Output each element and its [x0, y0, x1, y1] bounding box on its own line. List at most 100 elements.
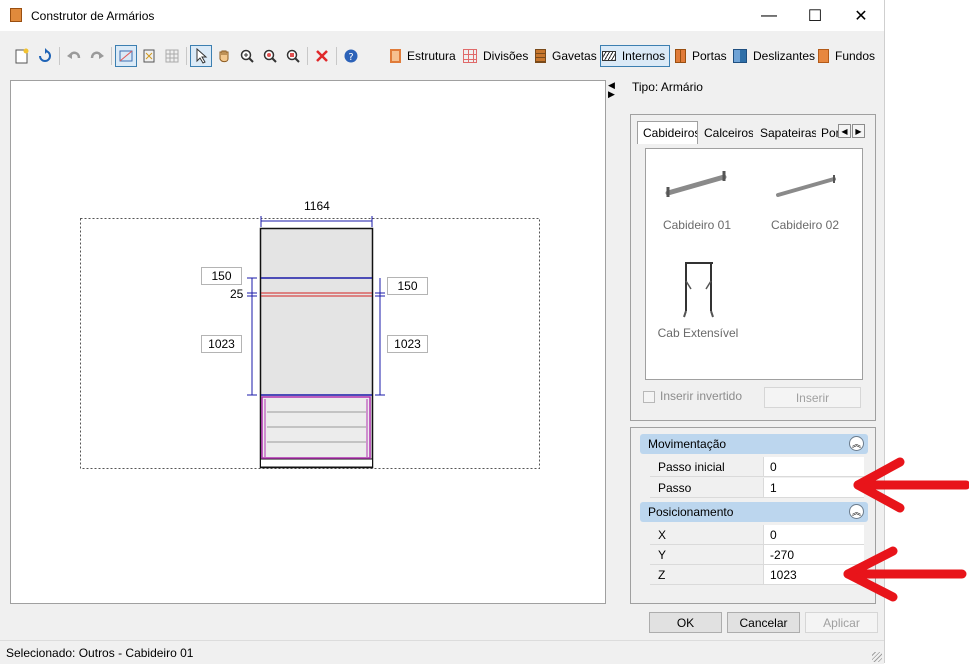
tab-calceiros[interactable]: Calceiros — [704, 126, 753, 140]
select-pointer-icon[interactable] — [190, 45, 212, 67]
fundos-icon — [818, 49, 829, 63]
refresh-icon[interactable] — [34, 45, 56, 67]
cab-extensivel-icon — [683, 262, 714, 318]
property-row-passo: Passo 1 — [650, 478, 864, 498]
divisoes-icon — [463, 49, 477, 63]
section-estrutura-button[interactable]: Estrutura — [390, 45, 459, 67]
section-label: Fundos — [835, 49, 876, 63]
svg-text:?: ? — [348, 52, 353, 63]
item-gallery: Cabideiro 01 Cabideiro 02 Cab Extensível — [645, 148, 863, 380]
section-label: Divisões — [483, 49, 529, 63]
item-label: Cab Extensível — [657, 326, 739, 340]
property-value-z[interactable]: 1023 — [764, 565, 864, 584]
left-gap-dimension-label: 25 — [230, 287, 244, 301]
property-row-z: Z 1023 — [650, 565, 864, 585]
toolbar: ? Estrutura Divisões Gavetas Internos Po… — [0, 41, 884, 73]
cancel-button[interactable]: Cancelar — [727, 612, 800, 633]
property-row-x: X 0 — [650, 525, 864, 545]
movimentacao-header[interactable]: Movimentação ︽ — [640, 434, 868, 454]
dialog-window: Construtor de Armários — ☐ ✕ — [0, 0, 885, 664]
deslizantes-icon — [733, 49, 747, 63]
tab-scroll-left-icon[interactable]: ◀ — [838, 124, 851, 138]
tab-portas-partial[interactable]: Por — [821, 126, 838, 140]
dimension-icon[interactable] — [138, 45, 160, 67]
section-deslizantes-button[interactable]: Deslizantes — [733, 45, 818, 67]
minimize-button[interactable]: — — [761, 6, 777, 24]
tab-sapateiras[interactable]: Sapateiras — [760, 126, 816, 140]
gallery-item-cab-extensivel[interactable]: Cab Extensível — [654, 259, 742, 340]
new-icon[interactable] — [11, 45, 33, 67]
selection-bounds — [80, 218, 540, 469]
section-label: Estrutura — [407, 49, 456, 63]
help-icon[interactable]: ? — [340, 45, 362, 67]
portas-icon — [675, 49, 686, 63]
property-value-passo-inicial[interactable]: 0 — [764, 457, 864, 476]
redo-icon[interactable] — [86, 45, 108, 67]
close-button[interactable]: ✕ — [854, 7, 868, 25]
cabideiro-01-icon — [665, 171, 727, 197]
right-top-dimension-box[interactable]: 150 — [387, 277, 428, 295]
layout-icon[interactable] — [115, 45, 137, 67]
section-label: Gavetas — [552, 49, 597, 63]
insert-inverted-label: Inserir invertido — [660, 389, 743, 403]
item-label: Cabideiro 02 — [770, 218, 840, 232]
internos-icon — [601, 51, 616, 61]
section-label: Internos — [621, 49, 666, 63]
collapse-icon[interactable]: ︽ — [849, 504, 864, 519]
pan-hand-icon[interactable] — [213, 45, 235, 67]
collapse-icon[interactable]: ︽ — [849, 436, 864, 451]
apply-button[interactable]: Aplicar — [805, 612, 878, 633]
section-fundos-button[interactable]: Fundos — [818, 45, 878, 67]
section-label: Portas — [692, 49, 727, 63]
zoom-in-icon[interactable] — [236, 45, 258, 67]
ok-button[interactable]: OK — [649, 612, 722, 633]
movimentacao-title: Movimentação — [648, 437, 727, 451]
cabinet-base — [260, 458, 373, 468]
property-name: X — [658, 528, 667, 542]
resize-grip-icon[interactable] — [872, 652, 882, 662]
undo-icon[interactable] — [63, 45, 85, 67]
property-value-x[interactable]: 0 — [764, 525, 864, 544]
grid-icon[interactable] — [161, 45, 183, 67]
section-internos-button[interactable]: Internos — [600, 45, 670, 67]
gallery-item-cabideiro-01[interactable]: Cabideiro 01 — [656, 167, 738, 232]
window-title: Construtor de Armários — [31, 9, 155, 23]
section-label: Deslizantes — [753, 49, 816, 63]
maximize-button[interactable]: ☐ — [807, 7, 823, 25]
section-portas-button[interactable]: Portas — [675, 45, 730, 67]
property-value-y[interactable]: -270 — [764, 545, 864, 564]
panel-toggle-arrows[interactable]: ◀▶ — [608, 80, 615, 99]
property-name: Z — [658, 568, 666, 582]
status-bar: Selecionado: Outros - Cabideiro 01 — [0, 640, 884, 664]
section-gavetas-button[interactable]: Gavetas — [535, 45, 600, 67]
type-label: Tipo: Armário — [632, 80, 703, 94]
insert-button[interactable]: Inserir — [764, 387, 861, 408]
property-name: Passo — [658, 481, 692, 495]
item-label: Cabideiro 01 — [662, 218, 732, 232]
property-row-y: Y -270 — [650, 545, 864, 565]
tab-scroll-right-icon[interactable]: ▶ — [852, 124, 865, 138]
insert-inverted-checkbox[interactable] — [643, 391, 655, 403]
zoom-window-icon[interactable] — [282, 45, 304, 67]
gallery-item-cabideiro-02[interactable]: Cabideiro 02 — [764, 167, 846, 232]
posicionamento-header[interactable]: Posicionamento ︽ — [640, 502, 868, 522]
zoom-extents-icon[interactable] — [259, 45, 281, 67]
left-top-dimension-box[interactable]: 150 — [201, 267, 242, 285]
property-value-passo[interactable]: 1 — [764, 478, 864, 497]
gavetas-icon — [535, 49, 546, 63]
drawing-canvas[interactable]: 1164 150 25 1023 150 1023 — [10, 80, 606, 604]
status-text: Selecionado: Outros - Cabideiro 01 — [6, 646, 194, 660]
section-divisoes-button[interactable]: Divisões — [463, 45, 531, 67]
posicionamento-title: Posicionamento — [648, 505, 734, 519]
cabinet-drawing — [80, 216, 540, 469]
cabideiro-02-icon — [776, 175, 836, 197]
width-dimension-label: 1164 — [304, 199, 330, 213]
title-bar: Construtor de Armários — ☐ ✕ — [0, 0, 884, 31]
property-row-passo-inicial: Passo inicial 0 — [650, 457, 864, 477]
estrutura-icon — [390, 49, 401, 63]
right-bottom-dimension-box[interactable]: 1023 — [387, 335, 428, 353]
left-bottom-dimension-box[interactable]: 1023 — [201, 335, 242, 353]
tab-cabideiros[interactable]: Cabideiros — [637, 121, 698, 144]
delete-icon[interactable] — [311, 45, 333, 67]
property-name: Y — [658, 548, 667, 562]
